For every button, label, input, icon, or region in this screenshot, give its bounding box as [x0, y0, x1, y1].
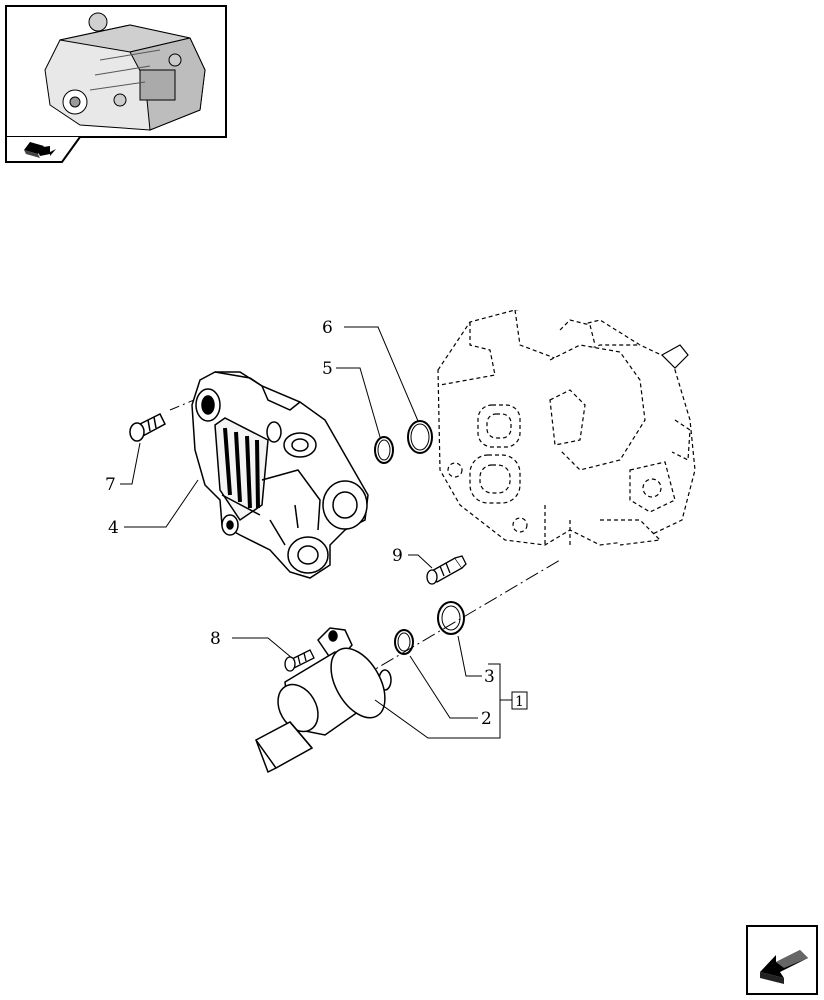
next-page-arrow-icon [760, 950, 808, 984]
callout-labels: 6 5 7 4 9 8 3 2 1 [105, 318, 528, 729]
leader-1 [374, 663, 501, 739]
callout-4: 4 [108, 518, 119, 538]
metering-valve-illustration [254, 627, 392, 774]
leader-3 [457, 635, 482, 677]
pump-housing-illustration [437, 309, 696, 546]
callout-3: 3 [484, 667, 495, 687]
sensor-9-illustration [426, 555, 467, 585]
leader-8 [232, 637, 293, 659]
callout-2: 2 [481, 709, 492, 729]
bolt-7-illustration [129, 412, 166, 442]
leader-7 [120, 442, 141, 485]
next-page-button[interactable] [746, 925, 818, 995]
callout-7: 7 [105, 475, 116, 495]
o-ring-5-illustration [374, 436, 394, 464]
callout-9: 9 [392, 546, 403, 566]
assembly-axis-line [339, 559, 561, 691]
o-ring-3-illustration [437, 601, 465, 635]
leader-6 [344, 326, 419, 422]
bolt-8-illustration [284, 649, 315, 672]
o-ring-2-illustration [394, 629, 414, 655]
callout-1: 1 [515, 694, 524, 710]
book-arrow-icon [24, 142, 56, 158]
leader-2 [409, 655, 478, 719]
callout-8: 8 [210, 629, 221, 649]
leader-lines [120, 326, 512, 739]
engine-thumbnail-icon [44, 12, 206, 131]
leader-9 [408, 554, 433, 569]
valve-block-illustration [191, 371, 369, 579]
leader-5 [336, 367, 381, 438]
callout-5: 5 [322, 359, 333, 379]
engine-thumbnail[interactable] [5, 5, 227, 163]
leader-4 [124, 479, 199, 528]
o-ring-6-illustration [407, 420, 433, 454]
callout-6: 6 [322, 318, 333, 338]
callout-1-box [511, 691, 528, 710]
